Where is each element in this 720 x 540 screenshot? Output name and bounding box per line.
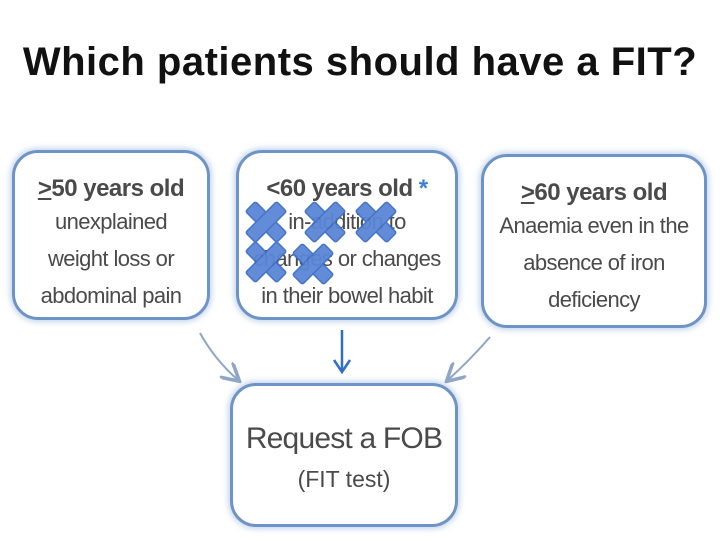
arrow-center-head (332, 359, 352, 375)
page-title: Which patients should have a FIT? (22, 40, 698, 84)
x-mark-icon (355, 201, 397, 243)
asterisk-icon: * (418, 175, 428, 202)
greater-equal-symbol: > (520, 179, 535, 206)
heading-text: 50 years old (51, 175, 185, 202)
heading-text: <60 years old (266, 175, 413, 202)
x-mark-icon (292, 243, 334, 285)
box-line: absence of iron (523, 250, 665, 275)
x-mark-icon (245, 241, 287, 283)
box-line: in their bowel habit (261, 283, 433, 308)
box-line: unexplained (54, 209, 168, 234)
x-mark-icon (304, 201, 346, 243)
greater-equal-symbol: > (37, 175, 52, 202)
criteria-box-over-50: >50 years old unexplained weight loss or… (12, 150, 210, 320)
arrow-left (199, 332, 238, 380)
request-fob-text: Request a FOB (245, 422, 443, 455)
box-line: Anaemia even in the (499, 213, 689, 238)
arrow-right (448, 336, 491, 380)
x-marks (245, 201, 397, 285)
box-heading: <60 years old * (239, 175, 455, 203)
box-line: weight loss or (47, 246, 175, 271)
fit-test-text: (FIT test) (297, 466, 391, 492)
box-line: abdominal pain (40, 283, 182, 308)
box-heading: >50 years old (15, 175, 207, 203)
box-line: deficiency (548, 287, 640, 312)
criteria-box-over-60: >60 years old Anaemia even in the absenc… (481, 154, 707, 328)
x-mark-icon (245, 201, 287, 243)
box-heading: >60 years old (484, 179, 704, 207)
heading-text: 60 years old (534, 179, 668, 206)
request-fob-box: Request a FOB (FIT test) (230, 383, 458, 527)
